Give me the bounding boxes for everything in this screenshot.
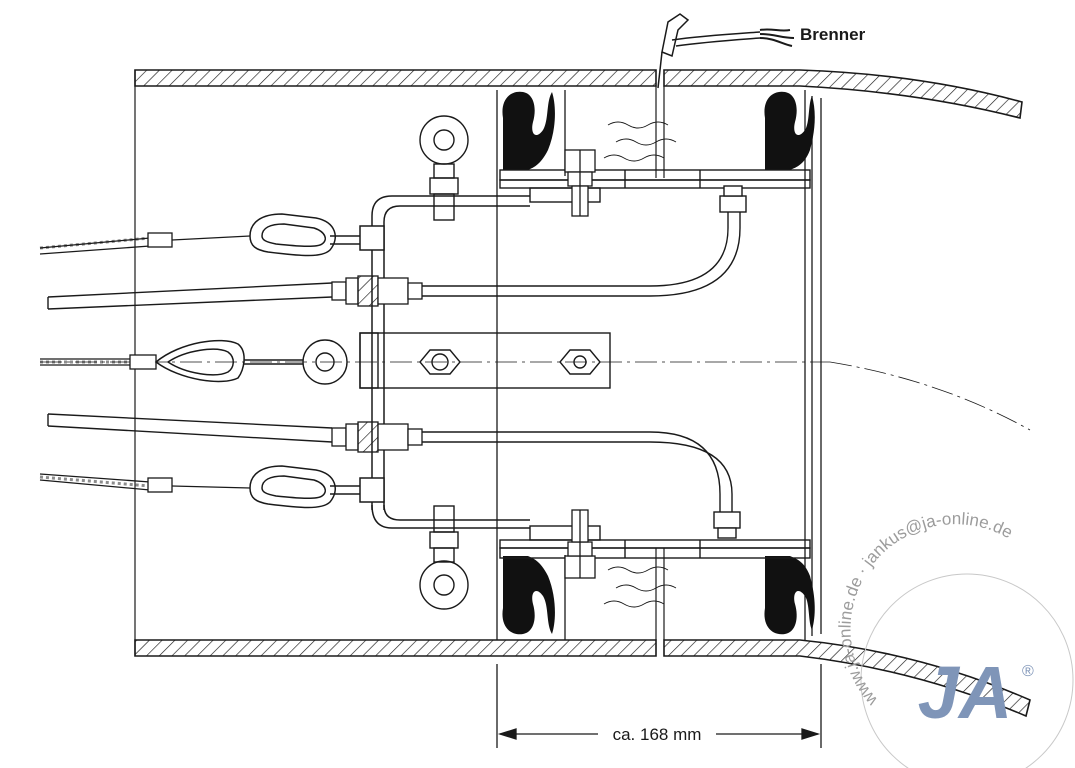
clamp-rail-top (499, 169, 811, 203)
tube-upper (422, 185, 747, 297)
wire-rope-top (39, 232, 251, 255)
weld-joint (655, 86, 665, 640)
seal-lip-top-right (764, 91, 815, 170)
dimension-line (496, 664, 822, 748)
ja-logo-icon: JA ® (918, 651, 1034, 734)
watermark: www.ja-online.de · jankus@ja-online.de J… (835, 509, 1074, 768)
hex-nut-icon (564, 509, 596, 579)
burner-label: Brenner (800, 25, 866, 44)
svg-text:®: ® (1022, 663, 1034, 680)
snap-hook-icon (249, 465, 385, 509)
hose-coupling-lower (331, 421, 423, 453)
seal-lip-top-left (502, 91, 555, 170)
pipe-frame (371, 195, 530, 529)
tube-lower (422, 431, 741, 539)
wire-rope-middle (40, 354, 157, 370)
dimension-label: ca. 168 mm (613, 725, 702, 744)
hex-nut-icon (564, 149, 596, 217)
heat-waves-top (603, 121, 677, 162)
eye-bolt-icon (419, 115, 469, 221)
seal-lip-bottom-left (502, 556, 555, 635)
svg-text:JA: JA (918, 651, 1013, 734)
pipe-wall-top (134, 69, 1023, 119)
heat-waves-bottom (603, 566, 677, 608)
eye-bolt-icon (419, 505, 469, 610)
wire-rope-bottom (39, 473, 251, 493)
hose-lower (47, 413, 333, 443)
welding-torch-icon (657, 13, 795, 89)
seal-lip-bottom-right (764, 556, 815, 635)
rope-thimble-icon (154, 339, 303, 383)
center-beam (359, 332, 611, 389)
eye-bolt-icon (302, 339, 348, 385)
pipe-bend-centerline (829, 361, 1031, 431)
clamp-rail-bottom (499, 525, 811, 559)
pipe-wall-bottom (134, 639, 1031, 718)
hose-coupling-upper (331, 275, 423, 307)
snap-hook-icon (249, 213, 385, 257)
hose-upper (47, 282, 333, 310)
plug-body (496, 90, 822, 640)
